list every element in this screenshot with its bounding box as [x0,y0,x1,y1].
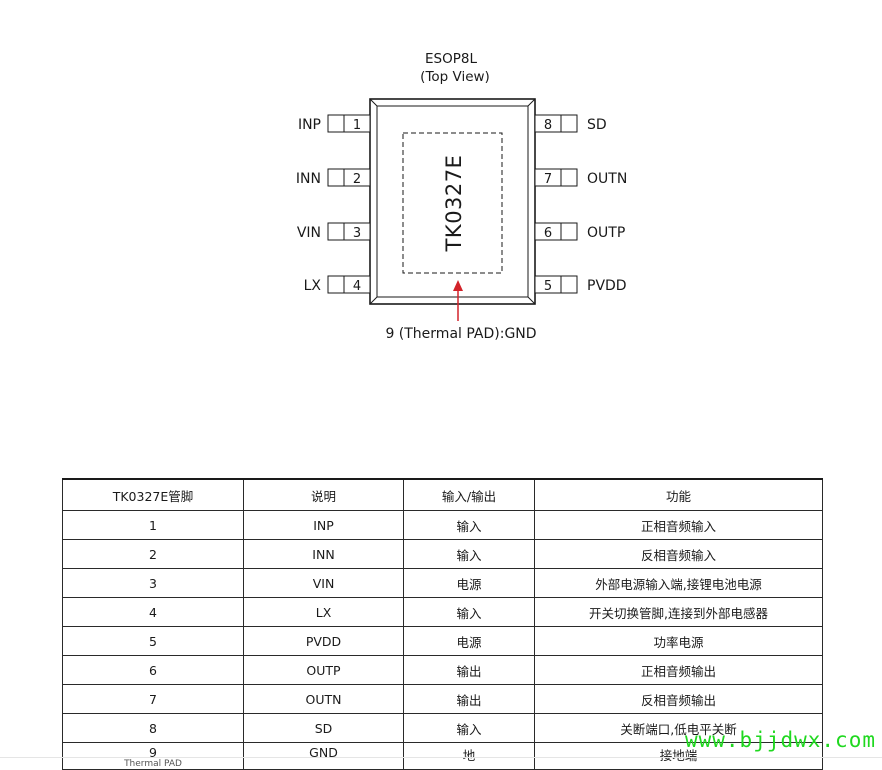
cell-name: OUTN [243,684,404,714]
cell-pin: 9 Thermal PAD [62,742,244,770]
pin-4-number: 4 [353,279,361,294]
cell-io: 输入 [403,510,535,540]
cell-pin: 6 [62,655,244,685]
table-header-row: TK0327E管脚 说明 输入/输出 功能 [62,478,823,511]
cell-io: 电源 [403,568,535,598]
cell-pin-number: 9 [149,745,157,760]
cell-name: GND [243,742,404,770]
header-pin: TK0327E管脚 [62,478,244,511]
cell-pin: 1 [62,510,244,540]
pin-3-number: 3 [353,226,361,241]
table-row: 7 OUTN 输出 反相音频输出 [62,684,823,714]
pin-5-name: PVDD [587,278,627,294]
pin-description-table: TK0327E管脚 说明 输入/输出 功能 1 INP 输入 正相音频输入 2 … [62,478,823,770]
cell-io: 输出 [403,684,535,714]
table-row: 2 INN 输入 反相音频输入 [62,539,823,569]
cell-io: 输入 [403,713,535,743]
table-row: 5 PVDD 电源 功率电源 [62,626,823,656]
pin-1-name: INP [298,117,321,133]
cell-name: VIN [243,568,404,598]
pin-6: 6 OUTP [534,222,625,241]
cell-function: 反相音频输出 [534,684,823,714]
table-row: 1 INP 输入 正相音频输入 [62,510,823,540]
cell-name: INN [243,539,404,569]
cell-pin: 8 [62,713,244,743]
thermal-pad-arrow [453,280,463,321]
pin-2-number: 2 [353,172,361,187]
cell-name: PVDD [243,626,404,656]
thermal-pad [402,132,503,274]
pin-7-number: 7 [544,172,552,187]
pinout-diagram: ESOP8L (Top View) TK0327E 1 INP 2 INN 3 … [296,51,627,342]
table-row: 3 VIN 电源 外部电源输入端,接锂电池电源 [62,568,823,598]
cell-io: 输入 [403,597,535,627]
pin-8-name: SD [587,117,607,133]
pin-4-name: LX [304,278,322,294]
cell-function: 关断端口,低电平关断 [534,713,823,743]
header-io: 输入/输出 [403,478,535,511]
pin-8: 8 SD [534,114,607,133]
chip-name: TK0327E [442,155,466,253]
cell-function: 开关切换管脚,连接到外部电感器 [534,597,823,627]
cell-function: 外部电源输入端,接锂电池电源 [534,568,823,598]
cell-function: 正相音频输入 [534,510,823,540]
cell-function: 正相音频输出 [534,655,823,685]
pin-6-name: OUTP [587,225,625,241]
pin-3-name: VIN [297,225,321,241]
thermal-pad-label: 9 (Thermal PAD):GND [385,326,536,342]
table-row: 4 LX 输入 开关切换管脚,连接到外部电感器 [62,597,823,627]
pin-5-number: 5 [544,279,552,294]
pin-1: 1 INP [298,114,371,133]
watermark: www.bjjdwx.com [684,728,876,752]
pin-2-name: INN [296,171,321,187]
table-row: 6 OUTP 输出 正相音频输出 [62,655,823,685]
pin-3: 3 VIN [297,222,371,241]
cell-pin: 4 [62,597,244,627]
view-label: (Top View) [420,69,490,85]
pin-5: 5 PVDD [534,275,627,294]
cell-name: LX [243,597,404,627]
cell-pin-sub: Thermal PAD [124,759,182,769]
cell-io: 输入 [403,539,535,569]
cell-io: 地 [403,742,535,770]
pin-7-name: OUTN [587,171,627,187]
header-name: 说明 [243,478,404,511]
pin-1-number: 1 [353,118,361,133]
pin-6-number: 6 [544,226,552,241]
pin-7: 7 OUTN [534,168,627,187]
cell-name: SD [243,713,404,743]
package-title: ESOP8L [425,51,477,67]
cell-pin: 7 [62,684,244,714]
header-function: 功能 [534,478,823,511]
cell-name: INP [243,510,404,540]
cell-pin: 5 [62,626,244,656]
cell-pin: 2 [62,539,244,569]
cell-pin: 3 [62,568,244,598]
cell-io: 电源 [403,626,535,656]
pin-4: 4 LX [304,275,371,294]
cell-io: 输出 [403,655,535,685]
cell-function: 功率电源 [534,626,823,656]
pin-2: 2 INN [296,168,371,187]
pin-8-number: 8 [544,118,552,133]
bottom-divider [0,757,882,758]
cell-name: OUTP [243,655,404,685]
cell-function: 反相音频输入 [534,539,823,569]
